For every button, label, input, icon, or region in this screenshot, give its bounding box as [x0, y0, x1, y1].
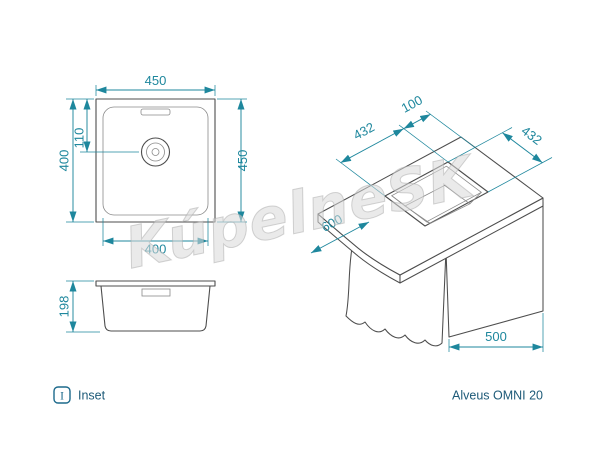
- sink-bowl-outline: [102, 106, 209, 216]
- side-view: 198: [57, 280, 216, 333]
- bowl-wall-edge: [426, 221, 431, 224]
- product-name: Alveus OMNI 20: [452, 389, 543, 403]
- dim-cutout-depth: 432: [519, 123, 545, 148]
- extension-line: [335, 158, 386, 197]
- overflow-slot: [140, 108, 171, 116]
- installation-view: 432 100 432 600 500: [310, 92, 553, 352]
- dimension-line: [340, 128, 404, 164]
- plan-view: 450 400 110 450 400: [57, 73, 251, 257]
- dim-bowl-depth: 400: [57, 150, 72, 172]
- bowl-wall-edge: [469, 192, 482, 205]
- dim-overall-width: 450: [145, 73, 167, 88]
- drain-center-circle: [151, 148, 160, 156]
- drain-inner-circle: [146, 142, 165, 162]
- extension-line: [425, 110, 476, 148]
- dimension-line: [310, 221, 370, 254]
- sink-bowl-profile: [100, 285, 211, 332]
- extension-line: [447, 127, 513, 163]
- dim-overall-depth: 450: [235, 150, 250, 172]
- dim-height: 198: [57, 296, 72, 318]
- extension-line: [398, 124, 449, 163]
- dim-bowl-width: 400: [145, 242, 167, 257]
- dim-cabinet-width: 500: [485, 329, 507, 344]
- legend: I Inset: [53, 386, 106, 404]
- dim-cutout-width: 432: [351, 119, 377, 142]
- legend-label: Inset: [78, 389, 106, 403]
- dim-drain-offset: 110: [72, 128, 87, 149]
- inset-icon: [53, 386, 71, 404]
- cabinet-back-panel: [345, 247, 447, 347]
- overflow-slot-side: [141, 288, 171, 297]
- dim-offset-to-edge: 100: [399, 92, 425, 115]
- inset-icon-letter: I: [60, 391, 64, 403]
- dimension-line: [502, 132, 543, 164]
- sink-rim-profile: [95, 280, 216, 287]
- dimension-line: [403, 113, 431, 130]
- sink-outer-outline: [95, 98, 216, 223]
- drain-outer-circle: [140, 137, 171, 167]
- bowl-wall-edge: [391, 195, 406, 207]
- extension-line: [487, 157, 553, 193]
